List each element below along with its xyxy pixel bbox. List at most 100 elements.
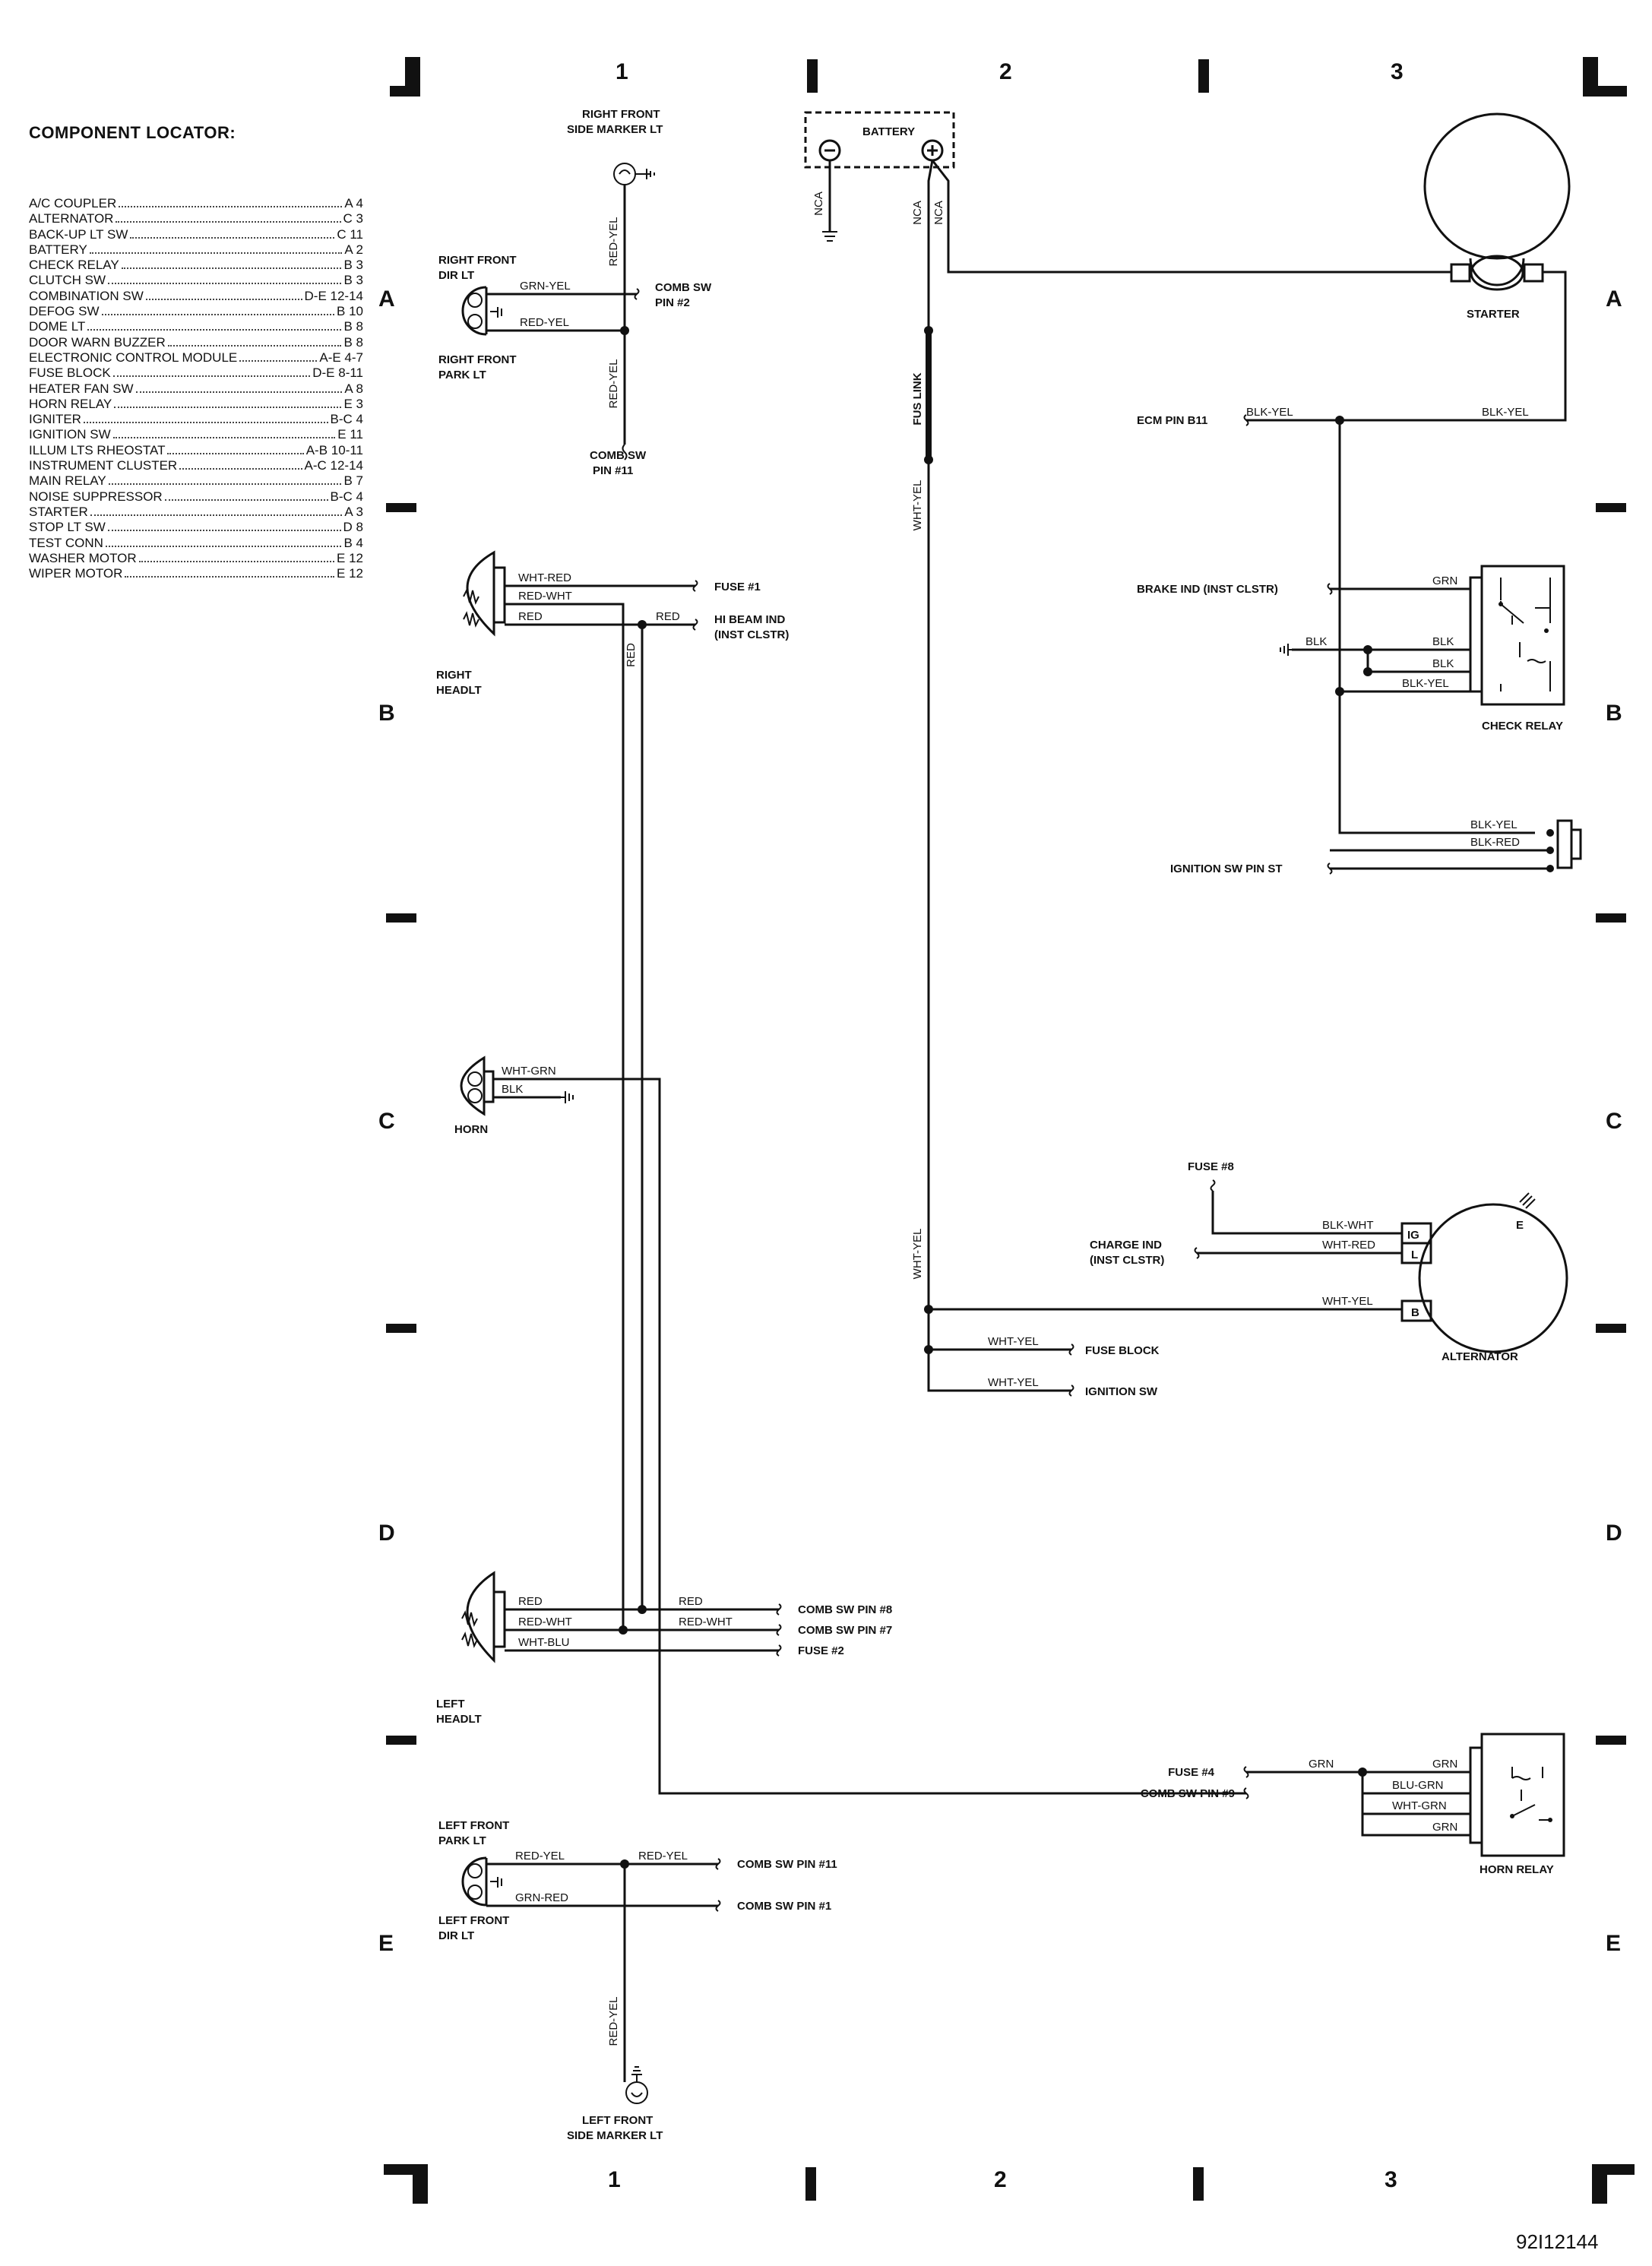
locator-grid-ref: A 3	[344, 504, 363, 519]
ignition-sw-connector	[1546, 819, 1582, 872]
diagram-label: BLK-YEL	[1402, 677, 1449, 690]
diagram-label: IG	[1407, 1229, 1419, 1242]
diagram-stroke	[625, 2081, 648, 2104]
frame-marks	[384, 57, 1635, 2204]
diagram-stroke	[634, 288, 640, 300]
locator-component-name: A/C COUPLER	[29, 196, 117, 210]
diagram-stroke	[1480, 565, 1565, 706]
locator-grid-ref: A-E 4-7	[319, 350, 363, 365]
diagram-stroke	[692, 580, 698, 592]
wire-wht-yel-branches	[927, 1309, 1071, 1392]
diagram-label: BLK-RED	[1470, 836, 1520, 849]
diagram-stroke	[467, 293, 483, 308]
diagram-stroke	[1527, 659, 1546, 663]
diagram-label: DIR LT	[438, 1929, 474, 1942]
diagram-stroke	[1363, 667, 1372, 676]
diagram-label: FUS LINK	[911, 372, 924, 425]
locator-component-name: DEFOG SW	[29, 304, 100, 319]
diagram-stroke	[1243, 1787, 1249, 1799]
leader-dots	[112, 375, 311, 378]
leader-dots	[116, 221, 341, 223]
diagram-stroke	[822, 231, 837, 242]
diagram-stroke	[1280, 644, 1292, 656]
locator-component-name: COMBINATION SW	[29, 288, 144, 303]
diagram-label: GRN-YEL	[520, 280, 571, 293]
grid-labels: 1 2 3 1 2 3 A B C D E A B C D E	[378, 59, 1622, 2192]
diagram-stroke	[1366, 650, 1470, 673]
diagram-stroke	[692, 619, 698, 631]
diagram-stroke	[1511, 1767, 1543, 1780]
locator-grid-ref: D 8	[343, 520, 363, 535]
locator-component-name: CLUTCH SW	[29, 273, 106, 288]
diagram-label: BLK	[502, 1083, 523, 1096]
alternator: IG L B E ALTERNATOR	[1400, 1192, 1568, 1363]
leader-dots	[138, 560, 335, 562]
diagram-label: RIGHT	[436, 669, 472, 682]
diagram-label: BLK-YEL	[1470, 818, 1517, 831]
leader-dots	[101, 314, 335, 316]
terminal-fuse4: FUSE #4	[1168, 1766, 1215, 1779]
diagram-stroke	[1243, 1766, 1249, 1778]
locator-component-name: IGNITER	[29, 412, 81, 427]
terminal-comb-sw-pin7: COMB SW PIN #7	[798, 1624, 892, 1637]
terminal-comb-sw-pin11-left: COMB SW PIN #11	[737, 1858, 837, 1871]
diagram-label: (INST CLSTR)	[714, 628, 789, 641]
diagram-stroke	[1327, 583, 1333, 595]
locator-component-name: WIPER MOTOR	[29, 566, 123, 581]
locator-grid-ref: B 3	[343, 258, 363, 273]
diagram-label: PARK LT	[438, 369, 486, 381]
diagram-stroke	[1469, 1746, 1483, 1844]
diagram-stroke	[1596, 503, 1626, 512]
diagram-stroke	[1523, 263, 1544, 283]
diagram-stroke	[1596, 1324, 1626, 1333]
left-front-side-marker-lt: LEFT FRONT SIDE MARKER LT	[567, 2066, 663, 2142]
diagram-label: RED-WHT	[679, 1616, 733, 1628]
diagram-label: RED	[518, 1595, 543, 1608]
diagram-label: GRN	[1309, 1758, 1334, 1771]
locator-grid-ref: B 7	[343, 473, 363, 489]
diagram-stroke	[467, 1863, 483, 1878]
row-label: D	[1606, 1521, 1622, 1546]
col-label: 2	[999, 59, 1012, 84]
diagram-label: GRN-RED	[515, 1891, 568, 1904]
leader-dots	[108, 283, 342, 285]
diagram-stroke	[1469, 258, 1525, 286]
diagram-stroke	[490, 307, 502, 318]
locator-title: COMPONENT LOCATOR:	[29, 123, 236, 142]
diagram-stroke	[467, 1088, 483, 1103]
connector-symbol	[622, 444, 628, 460]
terminal-fuse-block: FUSE BLOCK	[1085, 1344, 1160, 1357]
locator-component-name: CHECK RELAY	[29, 258, 119, 273]
locator-component-name: TEST CONN	[29, 535, 103, 550]
terminal-brake-ind: BRAKE IND (INST CLSTR)	[1137, 583, 1278, 596]
diagram-stroke	[924, 326, 933, 335]
diagram-stroke	[613, 163, 636, 185]
diagram-stroke	[483, 1070, 495, 1103]
locator-grid-ref: B 4	[343, 535, 363, 550]
diagram-label: NCA	[911, 201, 924, 225]
leader-dots	[130, 236, 335, 239]
leader-dots	[90, 514, 343, 516]
leader-dots	[83, 422, 328, 424]
wire-battery-starter	[931, 160, 1451, 274]
diagram-stroke	[1546, 829, 1554, 837]
diagram-stroke	[776, 1603, 782, 1616]
diagram-label: NCA	[812, 191, 825, 216]
terminal-comb-sw-pin2: COMB SW	[655, 281, 712, 294]
diagram-label: RIGHT FRONT	[438, 353, 517, 366]
diagram-label: SIDE MARKER LT	[567, 123, 663, 136]
diagram-stroke	[1068, 1343, 1074, 1356]
right-front-side-marker-lt: RIGHT FRONT SIDE MARKER LT	[567, 108, 663, 185]
wire-blk-yel-starter	[1246, 271, 1567, 422]
diagram-label: BLK-YEL	[1246, 406, 1293, 419]
diagram-label: WHT-GRN	[1392, 1799, 1447, 1812]
